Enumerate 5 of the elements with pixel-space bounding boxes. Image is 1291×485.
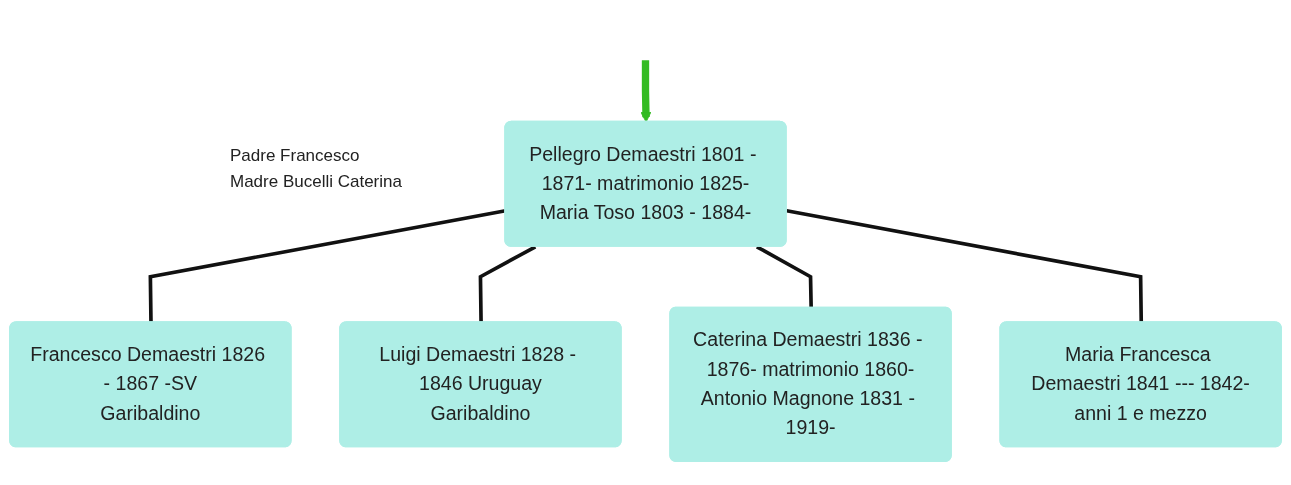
note-text: Madre Bucelli Caterina [230, 172, 402, 192]
connector [786, 209, 1144, 323]
connector [478, 245, 537, 323]
connector [755, 245, 813, 308]
note-text: Padre Francesco [230, 146, 361, 166]
